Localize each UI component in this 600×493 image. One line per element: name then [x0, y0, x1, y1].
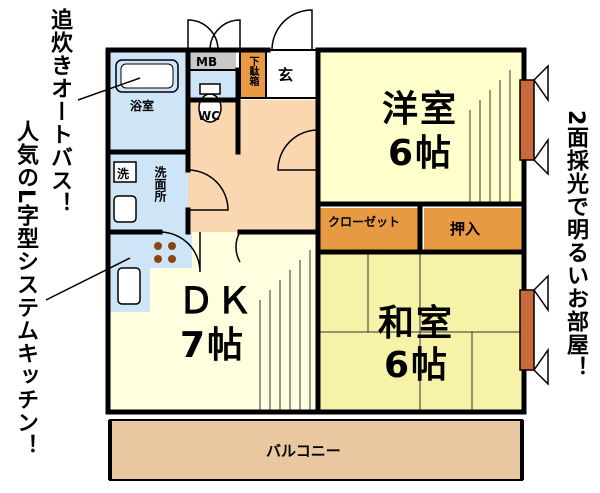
- japanese-room-name: 和室: [378, 303, 455, 344]
- kitchen-sink-icon: [117, 267, 141, 305]
- washroom-label: 洗面所: [153, 166, 167, 202]
- dk-size: 7帖: [180, 325, 246, 366]
- oshiire-block: [424, 208, 522, 252]
- mb-label: MB: [196, 55, 218, 69]
- closet-block: [320, 208, 418, 252]
- caption-auto-bath: 追炊きオートバス！: [47, 8, 72, 215]
- western-room-door: [277, 129, 319, 171]
- washer-label: 洗: [117, 167, 130, 181]
- bath-door: [187, 19, 219, 51]
- dk-name: ＤＫ: [178, 281, 255, 322]
- shoebox-block: [240, 52, 266, 98]
- western-room-name: 洋室: [382, 89, 459, 130]
- caption-two-side-light: 2面採光で明るいお部屋！: [563, 110, 588, 380]
- sink-icon: [113, 195, 137, 223]
- entrance-label: 玄: [278, 66, 294, 84]
- japanese-room-size: 6帖: [384, 345, 450, 386]
- washer-icon: [113, 161, 137, 183]
- wc-label: WC: [198, 109, 221, 123]
- entrance-door: [271, 9, 313, 51]
- oshiire-label: 押入: [450, 220, 481, 238]
- western-room-size: 6帖: [388, 133, 454, 174]
- caption-system-kitchen: 人気のL字型システムキッチン！: [13, 120, 38, 458]
- bath-label: 浴室: [130, 99, 155, 113]
- balcony-label: バルコニー: [266, 442, 341, 460]
- shoebox-label: 下駄箱: [247, 56, 258, 86]
- closet-label: クローゼット: [328, 215, 401, 229]
- entrance-floor: [268, 52, 318, 100]
- stove-icon: [154, 242, 176, 263]
- balcony-area: [109, 419, 523, 481]
- mb-block: [190, 52, 236, 70]
- right-windows: [519, 64, 549, 386]
